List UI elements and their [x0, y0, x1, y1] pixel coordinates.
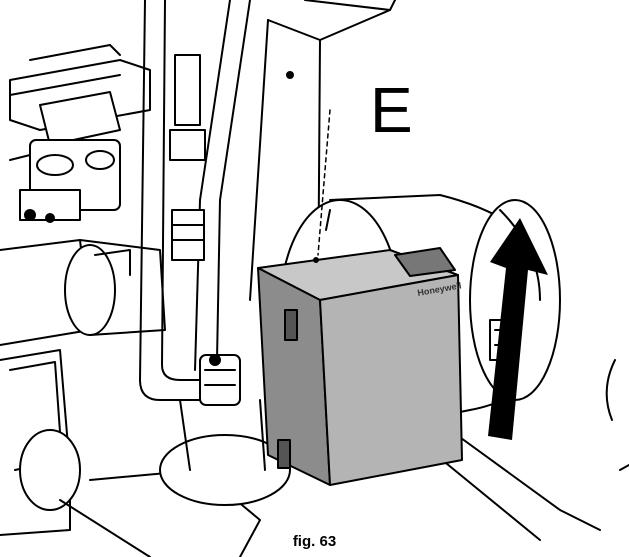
gas-valve [9, 139, 121, 223]
mixer-pipe [0, 239, 166, 346]
control-box [257, 247, 463, 486]
up-arrow-icon [488, 218, 548, 440]
base-plate [59, 399, 601, 557]
frame-bracket [0, 349, 81, 536]
view-letter: E [370, 74, 413, 146]
figure-caption: fig. 63 [292, 533, 337, 550]
control-valve-housing [9, 44, 151, 146]
pipe-fitting [199, 354, 241, 406]
guide-line [317, 109, 331, 256]
side-hook [605, 359, 629, 471]
vertical-pipes [139, 0, 251, 401]
